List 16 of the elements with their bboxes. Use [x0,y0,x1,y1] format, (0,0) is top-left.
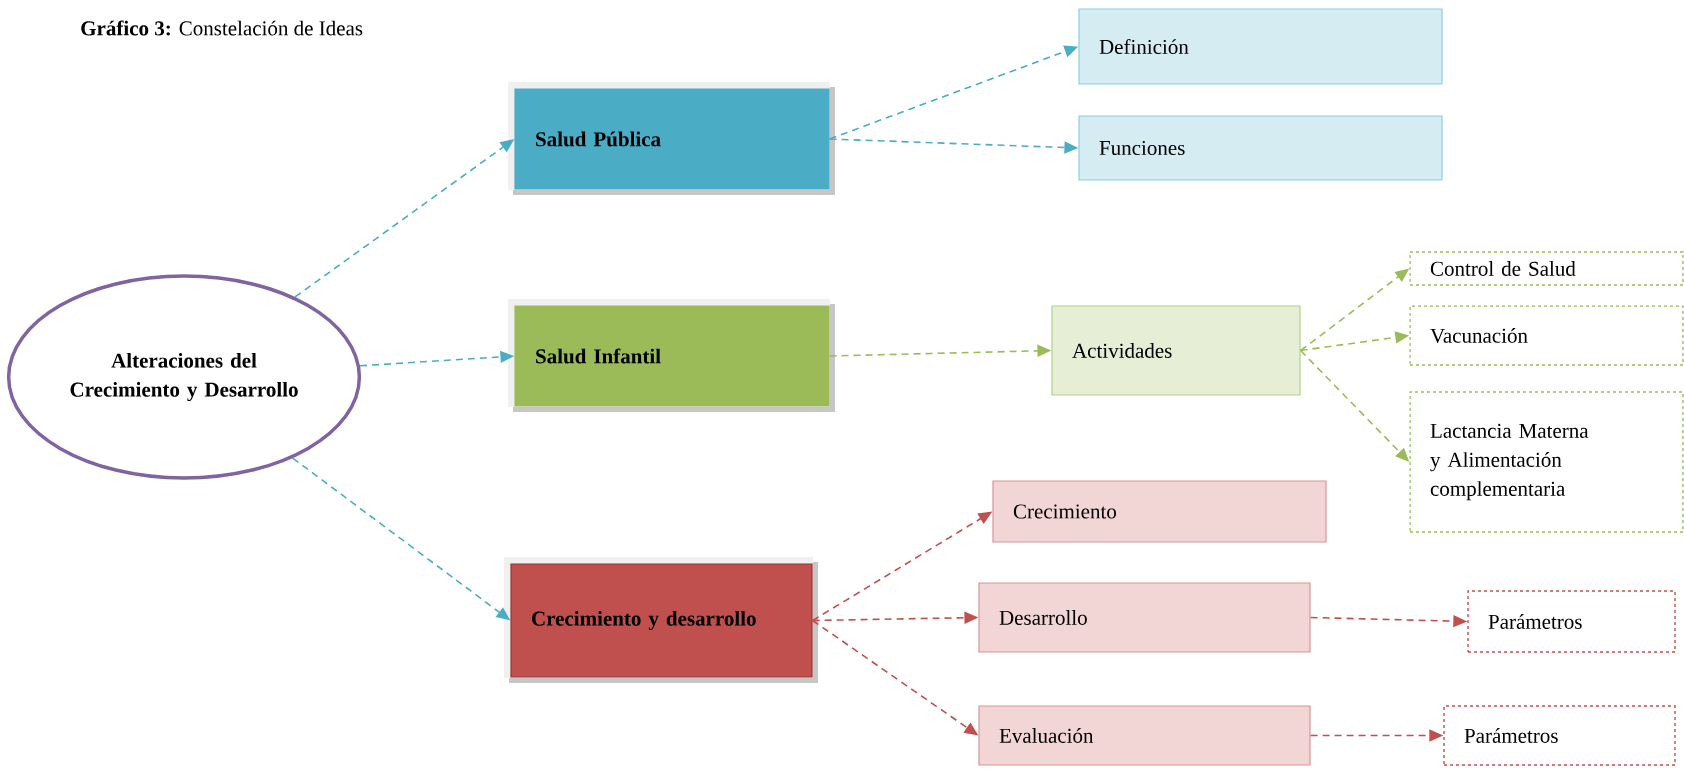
item-box: Parámetros [1467,590,1676,653]
item-box: Vacunación [1409,305,1684,366]
title: Gráfico 3: Constelación de Ideas [81,20,363,36]
topic-box: Salud Infantil [508,299,835,412]
subtopic-box: Desarrollo [978,582,1311,653]
topic-box: Crecimiento y desarrollo [504,557,818,683]
subtopic-box: Definición [1078,8,1443,85]
item-box: Parámetros [1443,705,1676,766]
topic-box: Salud Pública [508,82,835,195]
item-box: Lactancia Materna y Alimentación complementaria [1409,391,1684,533]
subtopic-box: Evaluación [978,705,1311,766]
subtopic-box: Funciones [1078,115,1443,181]
ellipse-node: Alteraciones del Crecimiento y Desarrollo [6,274,362,480]
subtopic-box: Actividades [1051,305,1301,396]
item-box: Control de Salud [1409,251,1684,286]
subtopic-box: Crecimiento [992,480,1327,543]
